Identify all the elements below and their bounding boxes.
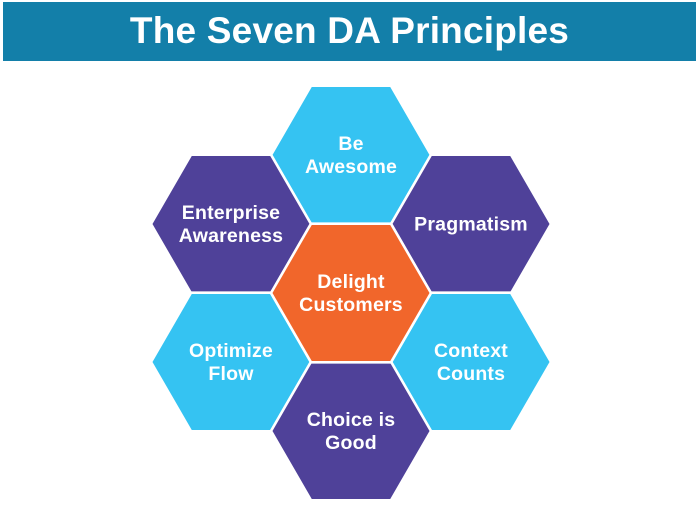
page-title: The Seven DA Principles: [129, 10, 570, 51]
title-banner: The Seven DA Principles: [3, 2, 696, 61]
hexagon-delight-customers: [269, 222, 433, 364]
